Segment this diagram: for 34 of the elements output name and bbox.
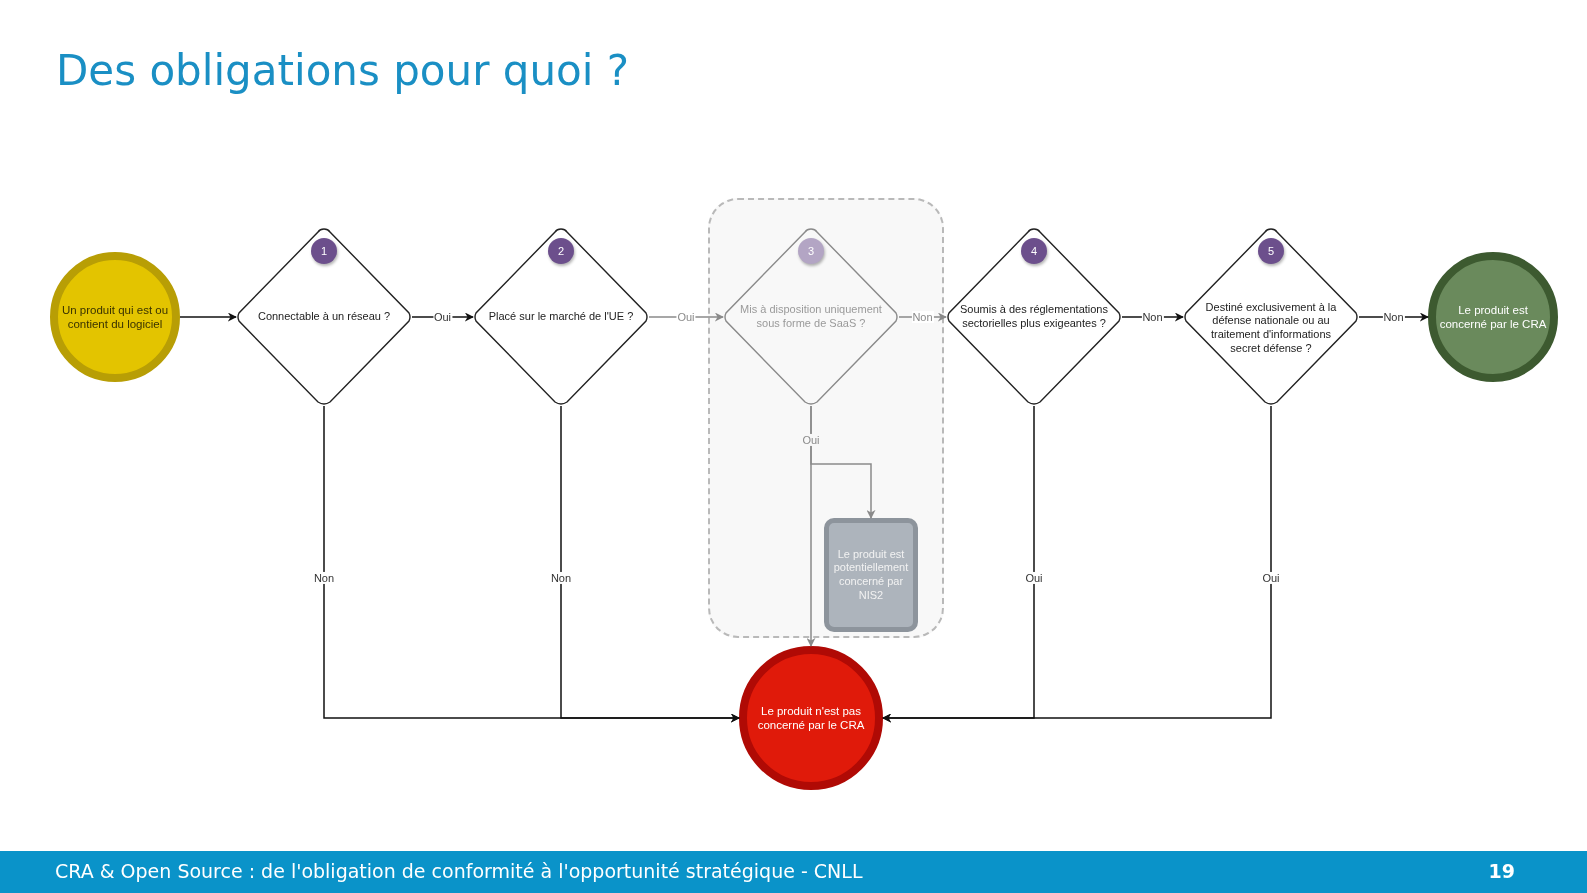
edge-label: Non: [1382, 310, 1405, 324]
circle-label: Le produit est concerné par le CRA: [1438, 302, 1548, 332]
page-number: 19: [1488, 860, 1515, 882]
question-text: Soumis à des réglementations sectorielles plus exigeantes ?: [959, 303, 1109, 331]
question-text: Placé sur le marché de l'UE ?: [487, 310, 635, 324]
edge-label: Oui: [801, 433, 821, 447]
edge-label: Oui: [1024, 571, 1044, 584]
dashed-group-frame: [708, 198, 944, 638]
circle-label: Un produit qui est ou contient du logiciel: [60, 302, 170, 332]
footer-text: CRA & Open Source : de l'obligation de conformité à l'opportunité stratégique - CNLL: [55, 860, 863, 882]
connector-arrow: [179, 312, 237, 322]
edge-label: Non: [1141, 310, 1164, 324]
slide-title: Des obligations pour quoi ?: [56, 46, 630, 95]
connector-arrow: [806, 405, 816, 647]
question-text: Destiné exclusivement à la défense nationale ou au traitement d'informations secret défense ?: [1205, 300, 1337, 356]
card-label: Le produit est potentiellement concerné par NIS2: [832, 547, 910, 603]
question-text: Connectable à un réseau ?: [256, 310, 392, 324]
outcome-card: [824, 518, 918, 632]
connector-arrow: [560, 405, 740, 723]
decision-diamond: [1183, 228, 1359, 406]
decision-diamond: [723, 228, 899, 406]
decision-diamond: [473, 228, 649, 406]
connector-arrow: [1121, 312, 1184, 322]
edge-label: Oui: [1261, 571, 1281, 584]
circle-label: Le produit n'est pas concerné par le CRA: [756, 703, 866, 733]
decision-diamond: [236, 228, 412, 406]
edge-label: Non: [312, 571, 336, 584]
connector-arrow: [882, 405, 1272, 723]
edge-label: Non: [911, 310, 934, 324]
edge-label: Non: [549, 571, 573, 584]
question-text: Mis à disposition uniquement sous forme de SaaS ?: [739, 303, 883, 331]
edge-label: Oui: [432, 310, 453, 324]
edge-label: Oui: [676, 310, 696, 324]
decision-diamond: [946, 228, 1122, 406]
